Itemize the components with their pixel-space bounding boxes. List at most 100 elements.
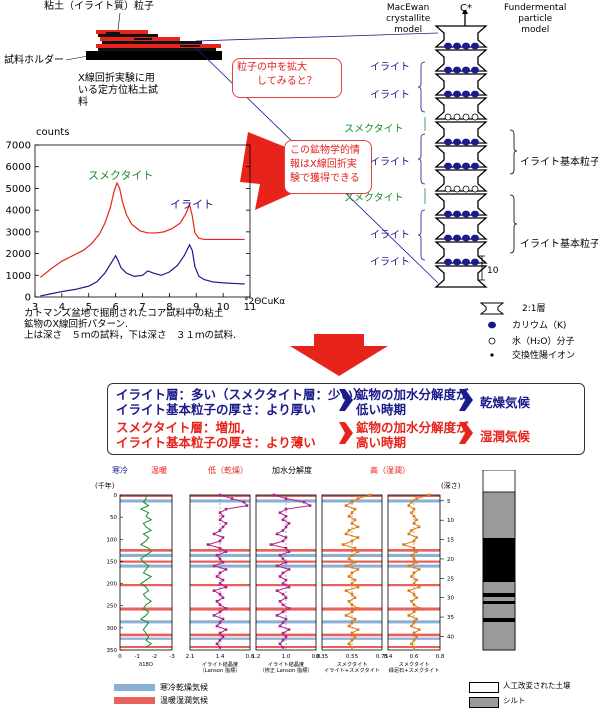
potassium-icon <box>488 321 496 329</box>
layer-model <box>417 10 518 288</box>
strat-curve <box>341 494 371 648</box>
warm-wet-band <box>388 607 440 611</box>
legend-layer: 2:1層 <box>522 304 546 314</box>
potassium-icon <box>453 162 461 170</box>
smectite-summary-2: イライト基本粒子の厚さ：より薄い <box>116 435 316 450</box>
xrd-xtick: 11 <box>244 302 257 313</box>
potassium-icon <box>471 210 479 218</box>
strat-point <box>350 553 354 557</box>
layer-2-1-icon <box>435 169 487 192</box>
strat-point <box>281 529 285 532</box>
illite-label-1: イライト <box>370 62 410 73</box>
potassium-icon <box>444 90 452 98</box>
strat-point <box>347 599 351 603</box>
strat-point <box>221 617 225 621</box>
potassium-icon <box>453 234 461 242</box>
panel-tick: 0.35 <box>316 654 329 660</box>
strat-point <box>287 522 291 525</box>
panel-tick: -3 <box>169 654 175 660</box>
strat-point <box>242 500 246 504</box>
strat-curve <box>139 495 153 648</box>
info-callout: この鉱物学的情 報はX線回折実 験で獲得できる <box>284 140 372 194</box>
warm-wet-band <box>322 607 382 611</box>
strat-point <box>417 607 421 610</box>
strat-point <box>218 511 222 515</box>
potassium-icon <box>444 234 452 242</box>
xrd-xtick: 9 <box>193 302 199 313</box>
strat-point <box>224 507 228 511</box>
potassium-icon <box>462 234 470 242</box>
depth-tick: 30 <box>447 596 454 602</box>
strat-point <box>356 536 360 539</box>
water-icon <box>453 185 461 193</box>
strat-point <box>415 550 418 553</box>
strat-point <box>212 532 216 536</box>
layer-2-1-icon <box>435 217 487 240</box>
strat-point <box>281 557 285 561</box>
strat-point <box>347 529 351 532</box>
strat-point <box>221 536 225 539</box>
water-icon <box>471 113 479 121</box>
cold-label: 寒冷 <box>112 466 128 475</box>
xrd-smectite-label: スメクタイト <box>88 169 154 182</box>
strat-point <box>347 557 351 561</box>
warm-wet-band <box>388 584 440 587</box>
potassium-icon <box>444 66 452 74</box>
panel-label: イライト+スメクタイト <box>324 666 380 674</box>
potassium-icon <box>444 138 452 146</box>
strat-point <box>278 553 282 557</box>
strat-figure: 0501001502002503003505101520253035400-1-… <box>107 470 516 674</box>
xrd-xtick: 4 <box>59 302 65 313</box>
panel-label: 緑泥石+スメクタイト <box>389 666 440 674</box>
strat-point <box>407 589 411 592</box>
strat-point <box>308 504 312 507</box>
age-tick: 200 <box>107 582 118 588</box>
warm-wet-band <box>190 549 250 552</box>
strat-point <box>356 497 360 500</box>
strat-point <box>350 610 354 614</box>
black-layer <box>483 538 515 582</box>
warm-wet-band <box>120 633 172 637</box>
strat-point <box>281 592 285 596</box>
warm-wet-band <box>256 607 316 611</box>
strat-point <box>281 638 285 642</box>
strat-point <box>212 589 216 592</box>
strat-point <box>275 532 279 536</box>
strat-point <box>281 582 285 585</box>
strat-point <box>281 621 285 624</box>
water-icon <box>462 113 470 121</box>
depth-tick: 10 <box>447 518 454 524</box>
age-tick: 50 <box>110 515 117 521</box>
strat-point <box>350 631 354 635</box>
strat-point <box>356 550 360 553</box>
strat-point <box>417 568 421 571</box>
macewan-label: MacEwan crystallite model <box>386 3 431 35</box>
strat-point <box>224 607 228 610</box>
strat-point <box>350 603 354 607</box>
panel-label: スメクタイト <box>337 660 368 668</box>
cold-dry-band <box>120 499 172 503</box>
cold-dry-band <box>120 637 172 640</box>
potassium-icon <box>453 210 461 218</box>
xrd-ylabel: counts <box>36 127 70 138</box>
warm-wet-band <box>388 560 440 563</box>
strat-point <box>281 603 285 607</box>
potassium-icon <box>462 138 470 146</box>
strat-point <box>218 631 222 635</box>
strat-point <box>284 596 288 600</box>
summary-box <box>107 383 585 455</box>
strat-point <box>218 571 222 575</box>
water-icon <box>444 113 452 121</box>
potassium-icon <box>453 66 461 74</box>
strat-point <box>221 635 225 639</box>
strat-point <box>224 522 228 525</box>
potassium-icon <box>462 258 470 266</box>
warm-wet-band <box>322 584 382 587</box>
strat-curve <box>206 494 248 648</box>
warm-wet-band <box>322 549 382 552</box>
strat-point <box>278 511 282 515</box>
strat-point <box>356 525 360 529</box>
xrd-xtick: 5 <box>86 302 92 313</box>
xrd-ytick: 4000 <box>6 206 31 217</box>
strat-point <box>230 497 234 500</box>
